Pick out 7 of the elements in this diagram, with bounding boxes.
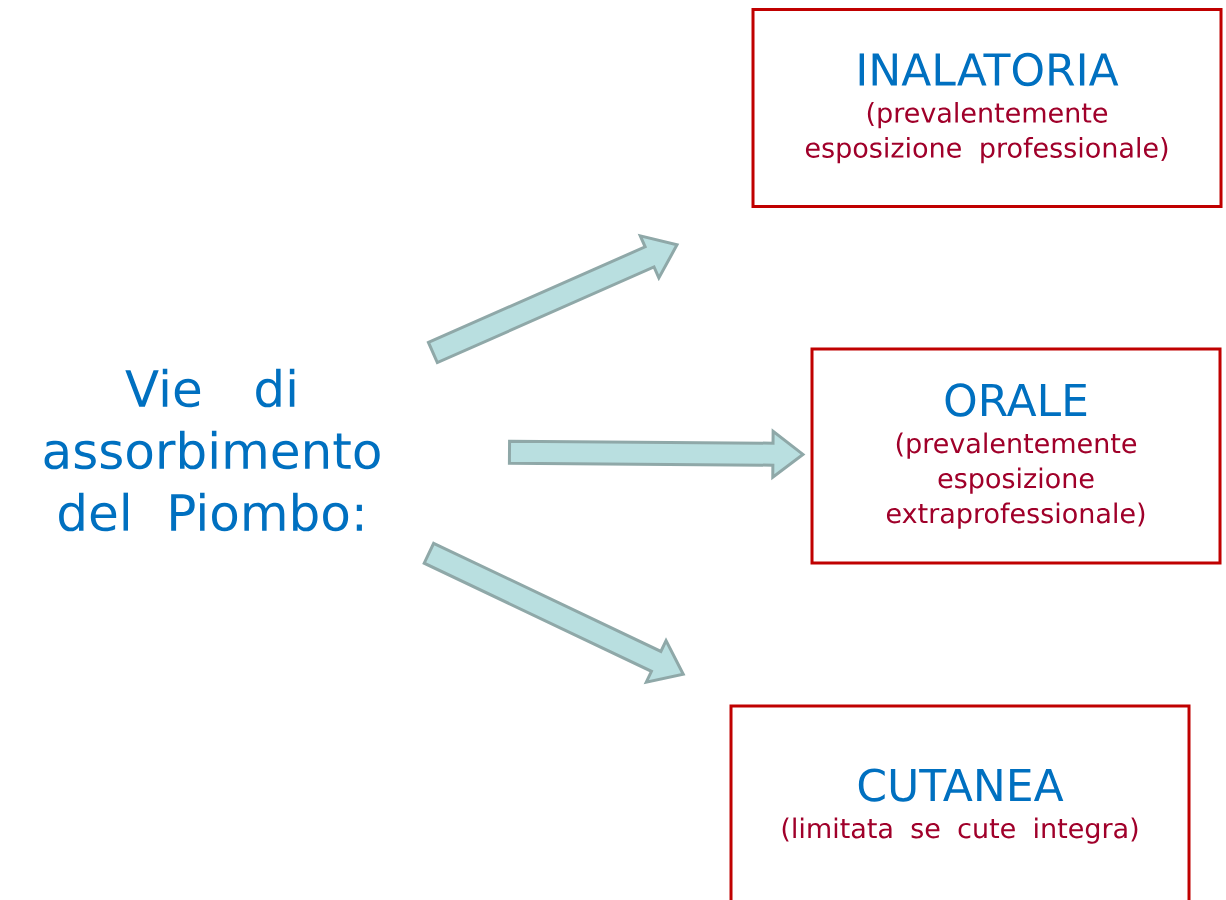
route-box: CUTANEA (limitata se cute integra) (729, 704, 1191, 900)
block-arrow (507, 428, 806, 481)
block-arrow (426, 233, 680, 365)
block-arrow (422, 541, 686, 685)
route-box: ORALE (prevalentemente esposizione extraprofessionale) (810, 347, 1222, 565)
title-text: Vie di assorbimento del Piombo: (44, 368, 380, 532)
route-box: INALATORIA (prevalentemente esposizione professionale) (751, 8, 1223, 208)
